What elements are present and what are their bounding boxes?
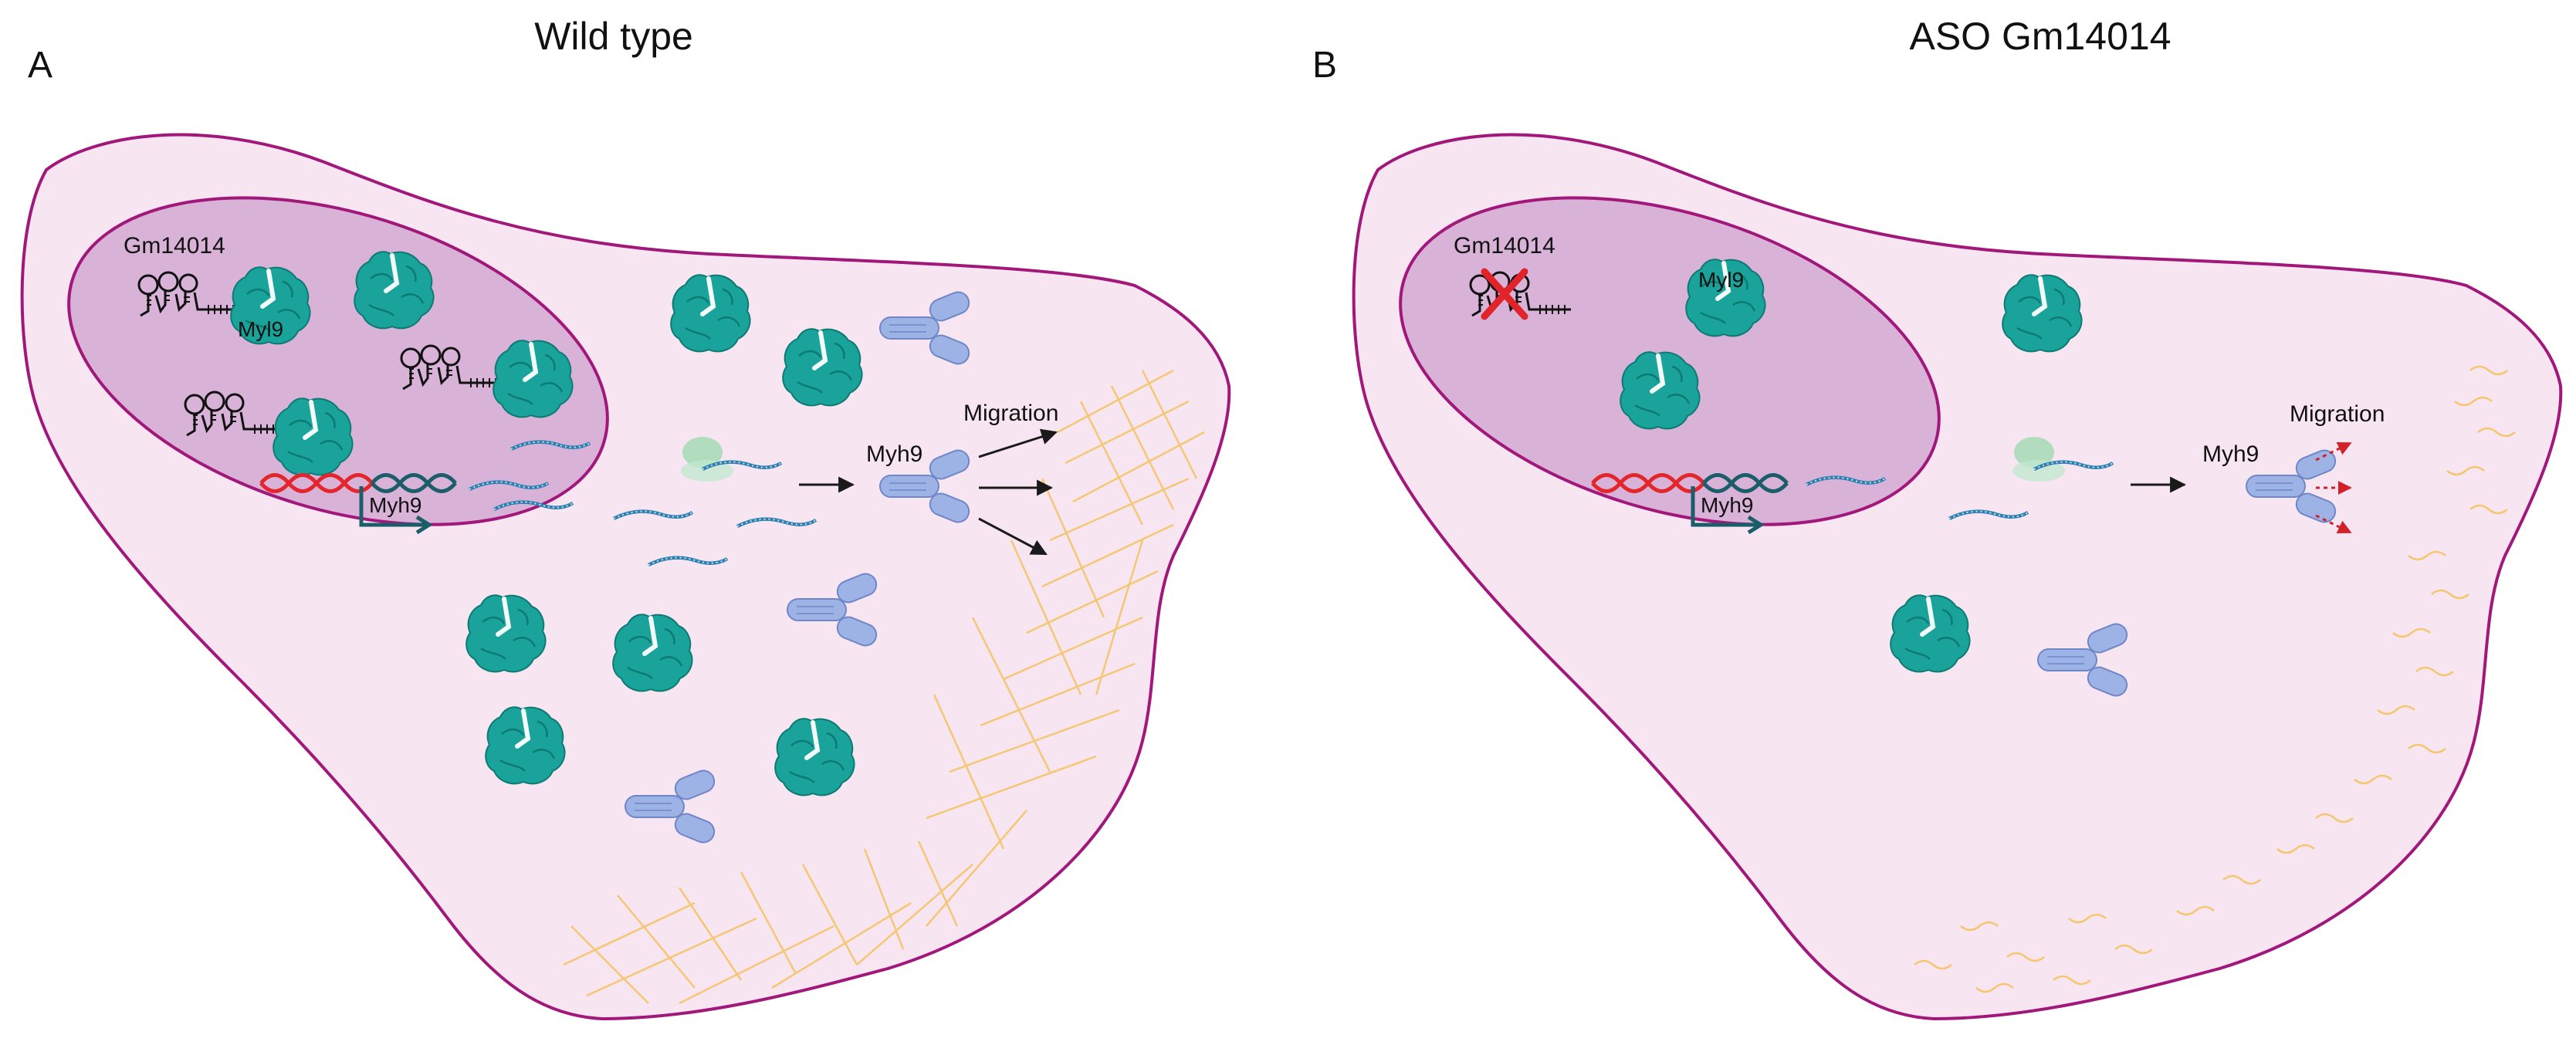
- myl9-protein-icon: [273, 398, 352, 475]
- migration-arrow-up: [978, 428, 1058, 458]
- panel-a: A Wild type Gm14014 Myl9 Myh9: [20, 15, 1231, 1021]
- panel-b-title: ASO Gm14014: [1909, 15, 2171, 58]
- protein-label-a: Myl9: [238, 317, 283, 341]
- myl9-protein-icon: [613, 614, 692, 691]
- myl9-protein-icon: [1620, 352, 1699, 428]
- panel-b-letter: B: [1312, 45, 1337, 86]
- myl9-protein-icon: [466, 595, 545, 671]
- gene-label-b: Myh9: [1701, 493, 1753, 517]
- actin-fragments-b: [1914, 365, 2516, 993]
- myl9-protein-icon: [354, 252, 433, 328]
- lncrna-label-a: Gm14014: [124, 233, 225, 259]
- actin-fibers-a: [563, 369, 1205, 1005]
- reduced-migration-arrow-up: [2315, 441, 2352, 462]
- myl9-protein-icon: [1891, 595, 1969, 671]
- myl9-protein-icon: [775, 719, 854, 795]
- panel-a-letter: A: [28, 45, 52, 86]
- myl9-protein-icon: [2002, 275, 2081, 351]
- myosin-label-a: Myh9: [866, 441, 922, 467]
- myl9-protein-icon: [671, 275, 750, 351]
- knockdown-x-icon: [1481, 268, 1528, 320]
- myosin-label-b: Myh9: [2202, 441, 2259, 467]
- lncrna-label-b: Gm14014: [1454, 233, 1555, 259]
- nucleus-a: [67, 196, 609, 526]
- outcome-label-a: Migration: [963, 401, 1058, 426]
- promoter-arrow-icon: [1691, 486, 1758, 527]
- outcome-label-b: Migration: [2290, 401, 2385, 427]
- myl9-protein-icon: [486, 707, 564, 783]
- panel-a-title: Wild type: [534, 15, 693, 58]
- migration-arrow-down: [978, 517, 1048, 556]
- promoter-arrow-icon: [359, 486, 426, 527]
- myl9-protein-icon: [493, 340, 572, 417]
- myl9-protein-icon: [783, 329, 861, 405]
- reduced-migration-arrow-down: [2315, 514, 2352, 534]
- panel-b: B ASO Gm14014 Gm14014 Myl9 Myh9: [1312, 15, 2563, 1021]
- gene-label-a: Myh9: [369, 493, 421, 517]
- protein-label-b: Myl9: [1698, 268, 1744, 292]
